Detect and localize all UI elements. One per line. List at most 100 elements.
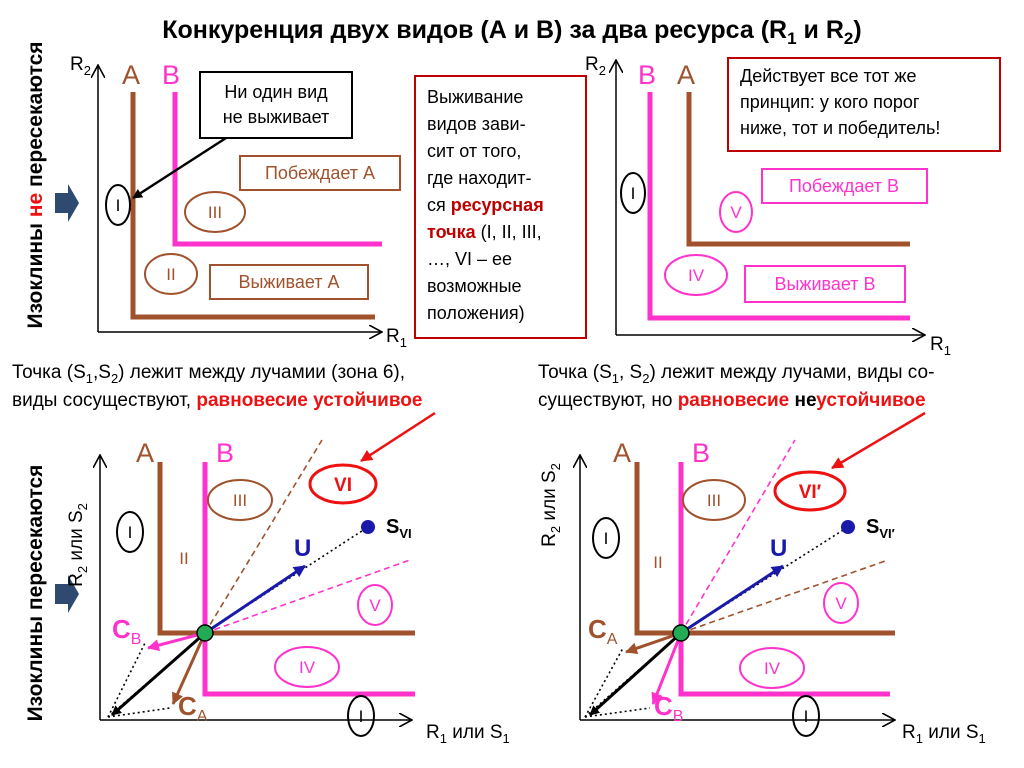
explanation-line: видов зави- (427, 114, 526, 134)
zone-I-label: I (631, 184, 636, 203)
species-b-label: B (692, 438, 710, 468)
species-a-label: A (136, 438, 154, 468)
zone-I-label: I (359, 707, 364, 726)
zone-II-label: II (653, 553, 662, 572)
zone-III-marker (207, 479, 273, 521)
zone-II-label: II (179, 549, 188, 568)
x-axis-label: R1 (386, 326, 407, 350)
supply-point-label: SVI′ (866, 516, 895, 541)
survives-b-label: Выживает В (774, 274, 875, 294)
explanation-line: возможные (427, 276, 522, 296)
consumption-vector-ca (625, 631, 682, 655)
zone-I-marker (592, 517, 620, 559)
consumption-ray-b (680, 439, 796, 634)
equilibrium-point (672, 624, 690, 642)
zone-V-marker (719, 191, 753, 233)
zone-IV-marker (739, 647, 805, 689)
zone-VI-prime-label: VI′ (799, 482, 822, 503)
survives-a-box (209, 264, 369, 300)
vector-cb-label: CB (112, 614, 141, 648)
dotted-link (107, 642, 146, 718)
supply-vector-u (680, 564, 784, 635)
zone-V-marker (357, 584, 393, 626)
supply-point (361, 520, 375, 534)
zone-VI-marker (308, 463, 378, 505)
zone-V-label: V (835, 594, 847, 613)
consumption-ray-b (204, 559, 411, 634)
survives-a-label: Выживает А (238, 272, 339, 292)
isocline-b (172, 92, 382, 247)
y-axis-label: R2 или S2 (539, 463, 563, 547)
species-b-label: B (638, 60, 656, 90)
vector-ca-label: CA (588, 614, 618, 648)
x-axis-label: R1 (930, 334, 951, 358)
isocline-b (647, 92, 910, 321)
species-a-label: A (122, 60, 140, 90)
wins-a-label: Побеждает А (265, 163, 375, 183)
consumption-ray-a (680, 559, 889, 634)
explanation-line: положения) (427, 303, 525, 323)
y-axis-label: R2 (585, 54, 606, 78)
species-b-label: B (162, 60, 180, 90)
caption-left-line1: Точка (S1,S2) лежит между лучамии (зона … (12, 362, 405, 386)
explanation-line: точка (I, II, III, (427, 222, 542, 242)
principle-line: ниже, тот и победитель! (740, 118, 940, 138)
caption-right-line2: существуют, но равновесие неустойчивое (538, 390, 926, 411)
equilibrium-point (196, 624, 214, 642)
zone-III-label: III (233, 491, 247, 510)
zone-I-label: I (128, 523, 133, 542)
survives-b-box (744, 265, 906, 303)
isocline-a (634, 462, 895, 636)
zone-IV-label: IV (764, 659, 781, 678)
zone-V-label: V (369, 596, 381, 615)
zone-I-marker (116, 511, 144, 553)
zone-I-marker (792, 695, 820, 737)
caption-right-line1: Точка (S1, S2) лежит между лучами, виды … (538, 362, 934, 386)
explanation-line: где находит- (427, 168, 531, 188)
page-title: Конкуренция двух видов (А и В) за два ре… (162, 16, 861, 48)
zone-V-label: V (730, 203, 742, 222)
y-axis-label: R2 (70, 54, 91, 78)
zone-VI-label: VI (334, 475, 352, 496)
zone-VI-prime-marker (773, 470, 847, 512)
species-b-label: B (216, 438, 234, 468)
principle-box (727, 57, 1001, 152)
supply-point-label: SVI (386, 516, 412, 541)
zone-I-label: I (604, 529, 609, 548)
vector-u-label: U (770, 535, 787, 562)
caption-pointer-arrow (360, 411, 436, 463)
zone-I-label: I (804, 707, 809, 726)
zone-I-marker (620, 172, 646, 214)
no-survive-line2: не выживает (223, 107, 330, 127)
panel-top-right: R2 R1 B A Действует все тот же принцип: … (585, 54, 1001, 358)
panel-bottom-left: R2 или S2 R1 или S1 A B U CB CA SVI I II… (66, 411, 510, 746)
vector-u-label: U (294, 535, 311, 562)
supply-point (841, 520, 855, 534)
vector-cb-label: CB (654, 691, 683, 725)
zone-III-label: III (208, 203, 222, 222)
consumption-vector-cb (147, 631, 206, 652)
consumption-vector-cb (651, 632, 683, 705)
zone-III-label: III (707, 491, 721, 510)
panel-bottom-right: R2 или S2 R1 или S1 A B U CA CB SVI′ I I… (539, 411, 986, 746)
resultant-vector (111, 631, 206, 717)
y-axis-label: R2 или S2 (66, 503, 90, 587)
zone-II-label: II (166, 265, 175, 284)
principle-line: принцип: у кого порог (740, 92, 920, 112)
zone-II-marker (144, 253, 198, 295)
isocline-a (686, 92, 910, 247)
explanation-line: сит от того, (427, 141, 521, 161)
caption-left-line2: виды сосуществуют, равновесие устойчивое (12, 390, 422, 411)
no-survive-line1: Ни один вид (224, 82, 328, 102)
explanation-box: Выживание видов зави- сит от того, где н… (414, 75, 587, 339)
vector-ca-label: CA (178, 691, 208, 725)
isocline-a (157, 462, 415, 636)
zone-IV-marker (664, 254, 728, 296)
species-a-label: A (677, 60, 695, 90)
consumption-vector-ca (171, 632, 207, 705)
side-label-not-intersect: Изоклины не пересекаются (24, 41, 47, 328)
dotted-link (584, 647, 624, 718)
zone-V-marker (823, 582, 859, 624)
pointer-arrow (132, 136, 227, 200)
